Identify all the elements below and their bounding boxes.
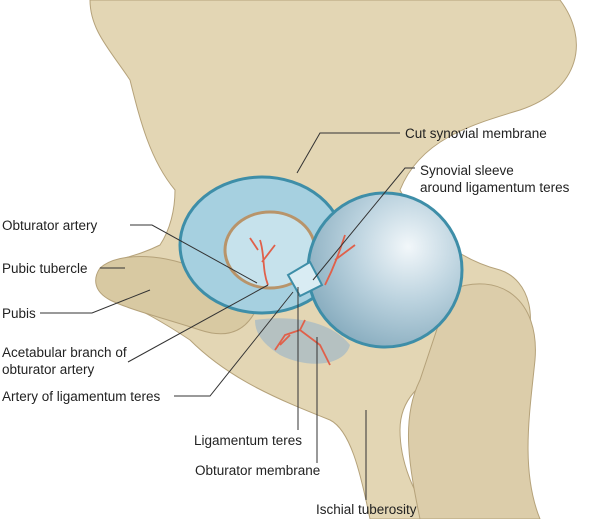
- pubis-bone: [95, 255, 261, 335]
- label-ischial-tuberosity: Ischial tuberosity: [316, 502, 417, 517]
- obturator-membrane: [255, 318, 350, 364]
- leader-lines: [40, 132, 415, 500]
- label-acetabular-branch-2: obturator artery: [2, 362, 95, 377]
- arteries: [249, 234, 356, 366]
- label-cut-synovial-membrane: Cut synovial membrane: [405, 126, 547, 141]
- label-obturator-membrane: Obturator membrane: [195, 463, 321, 478]
- label-ligamentum-teres: Ligamentum teres: [194, 433, 303, 448]
- label-obturator-artery: Obturator artery: [2, 218, 98, 233]
- synovial-sleeve: [286, 260, 324, 298]
- label-pubic-tubercle: Pubic tubercle: [2, 261, 88, 276]
- label-synovial-sleeve-2: around ligamentum teres: [420, 180, 570, 195]
- label-pubis: Pubis: [2, 306, 36, 321]
- label-acetabular-branch-1: Acetabular branch of: [2, 345, 127, 360]
- label-synovial-sleeve-1: Synovial sleeve: [420, 163, 514, 178]
- label-artery-of-ligamentum-teres: Artery of ligamentum teres: [2, 389, 161, 404]
